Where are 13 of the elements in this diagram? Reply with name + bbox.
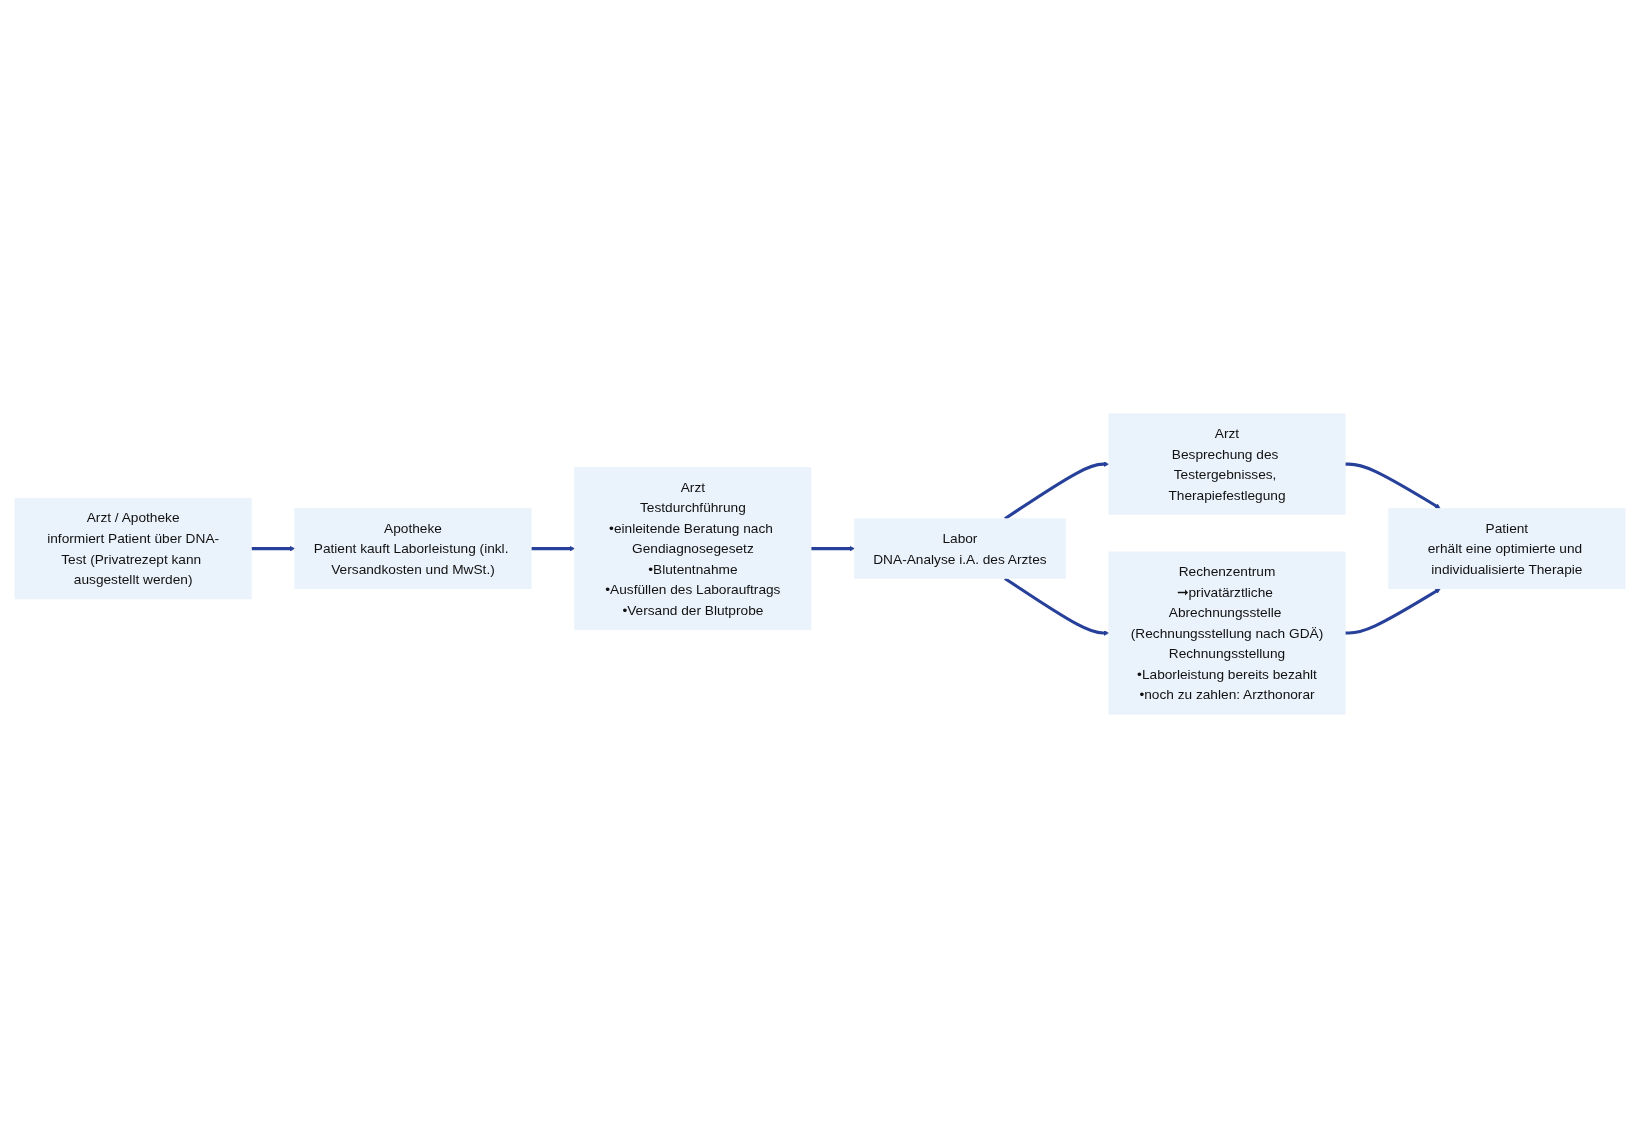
node-box: Arzt Besprechung des Testergebnisses, Therapiefestlegung: [1108, 413, 1346, 515]
arrow: [531, 545, 575, 552]
arrow: [1345, 588, 1441, 635]
arrow: [1004, 577, 1110, 636]
node-box: Labor DNA-Analyse i.A. des Arztes: [854, 518, 1066, 579]
node-box: Arzt / Apotheke informiert Patient über DNA-Test (Privatrezept kann ausgestellt werden): [14, 497, 252, 600]
arrow: [1345, 462, 1441, 509]
arrow: [251, 545, 296, 552]
node-box: Arzt Testdurchführung •einleitende Beratung nach Gendiagnosegesetz •Blutentnahme •Ausfüllen des Laborauftrags •Versand der Blutprobe: [574, 467, 812, 631]
arrow: [811, 545, 855, 552]
node-box: Apotheke Patient kauft Laborleistung (inkl. Versandkosten und MwSt.): [294, 508, 532, 590]
node-box: Patient erhält eine optimierte und individualisierte Therapie: [1388, 508, 1626, 590]
node-box: Rechenzentrum ➞privatärztliche Abrechnungsstelle (Rechnungsstellung nach GDÄ) Rechnungsstellung •Laborleistung bereits bezahlt •noch zu zahlen: Arzthonorar: [1108, 551, 1346, 715]
